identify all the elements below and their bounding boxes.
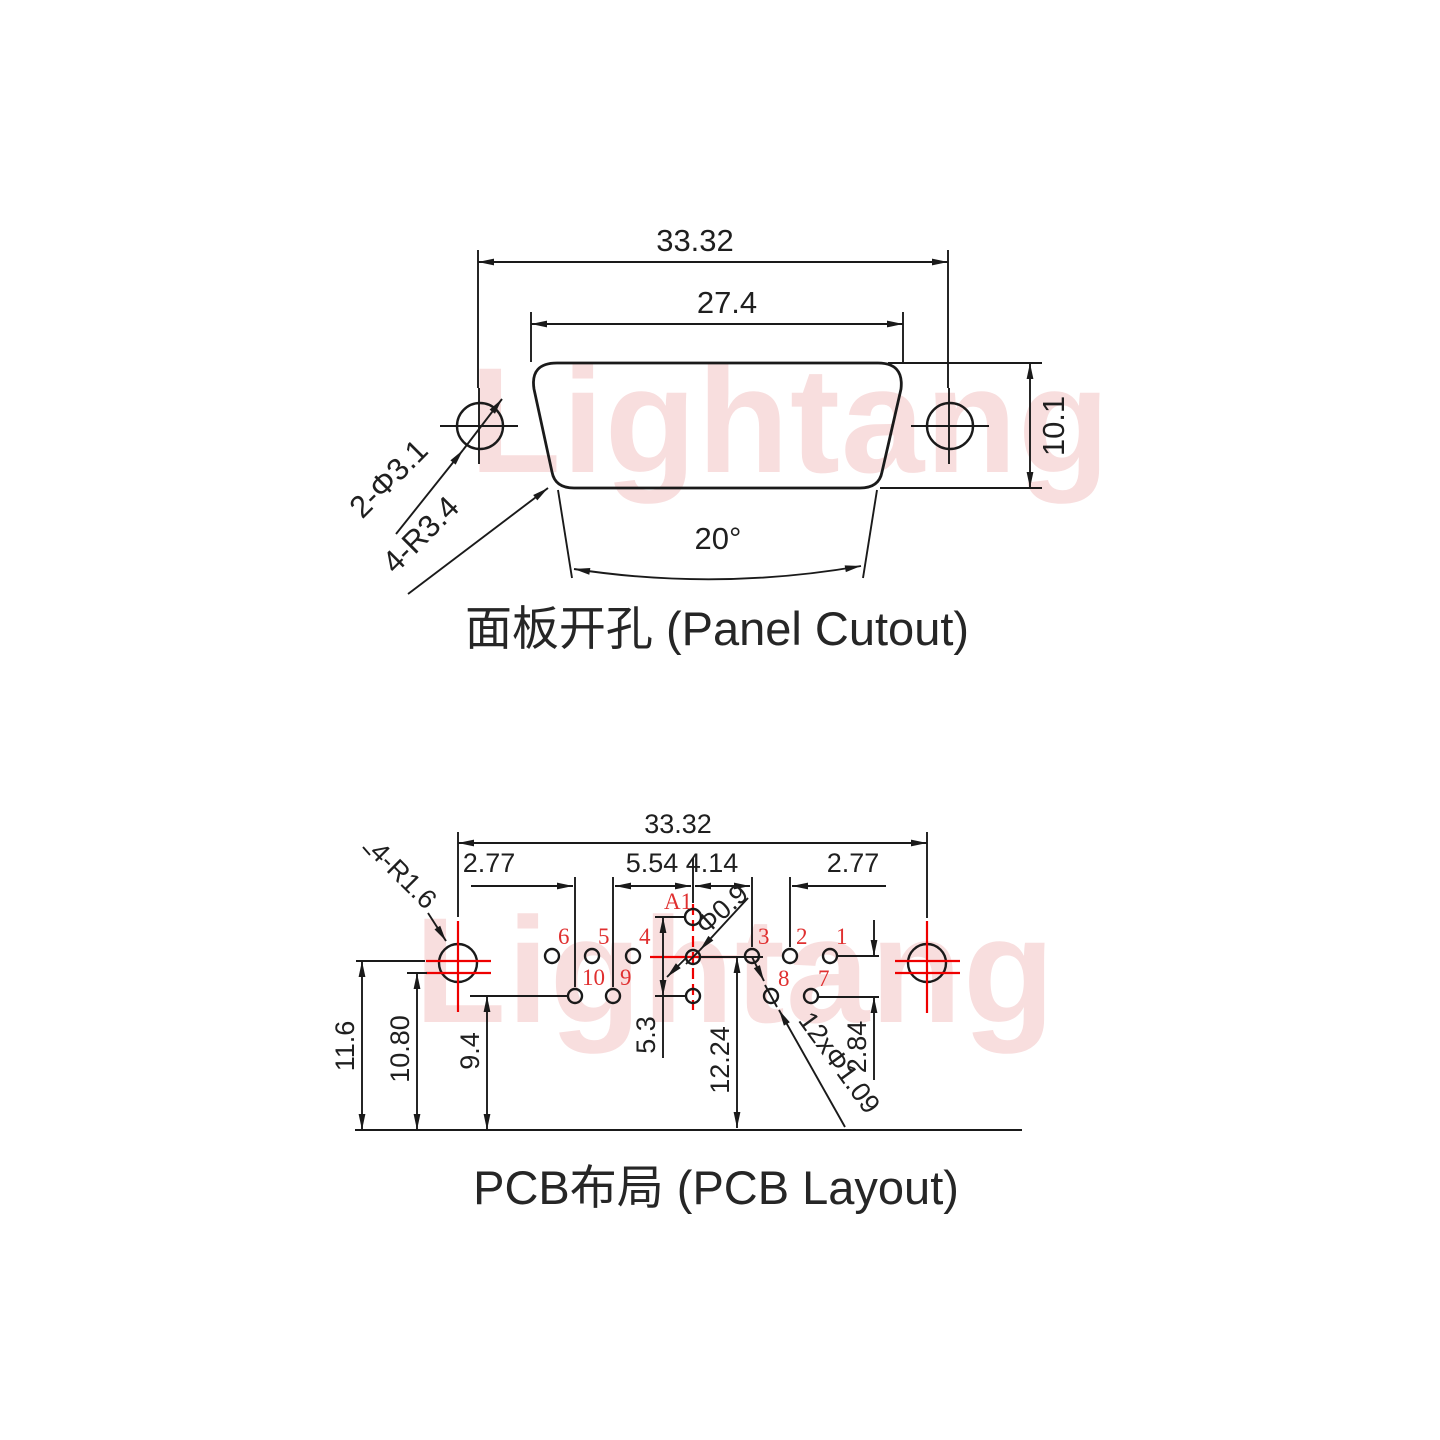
pcb-dim-9-4-label: 9.4 [455, 1032, 485, 1070]
leader-line [751, 956, 765, 982]
pcb-layout-view: 33.32 2.77 5.54 4.14 2.77 4-R1 [330, 809, 1022, 1214]
leader-line [685, 949, 701, 965]
pin-label-2: 2 [796, 924, 808, 949]
panel-dim-width-label: 27.4 [697, 285, 757, 320]
pin-label-1: 1 [836, 924, 848, 949]
pcb-dim-left-pitch-label: 2.77 [463, 848, 516, 878]
panel-cutout-outline [532, 361, 903, 490]
panel-view-title: 面板开孔 (Panel Cutout) [465, 602, 969, 655]
pcb-dim-10-80-label: 10.80 [385, 1015, 415, 1083]
pcb-dim-5-3-label: 5.3 [631, 1016, 661, 1054]
pcb-view-title: PCB布局 (PCB Layout) [473, 1161, 959, 1214]
angle-arc [573, 565, 862, 581]
leader-line [427, 912, 447, 942]
pin-hole-7 [802, 987, 820, 1005]
pin-label-9: 9 [620, 965, 632, 990]
panel-angle-label: 20° [695, 521, 742, 556]
leader-line [666, 957, 687, 978]
pin-label-a1: A1 [664, 889, 692, 914]
pcb-mount-radius-label: 4-R1.6 [364, 836, 443, 915]
leader-line [362, 846, 371, 856]
leader-line [778, 1009, 846, 1128]
pin-hole-1 [821, 947, 839, 965]
pin-hole-coax-center [684, 948, 702, 966]
pin-hole-8 [762, 987, 780, 1005]
pin-label-3: 3 [758, 924, 770, 949]
pcb-dim-11-6-label: 11.6 [330, 1021, 360, 1072]
pcb-dim-mid-left-label: 5.54 [626, 848, 679, 878]
pin-label-4: 4 [639, 924, 651, 949]
pin-label-6: 6 [558, 924, 570, 949]
angle-extension-line [557, 489, 573, 579]
leader-line [764, 984, 778, 1008]
leader-line [395, 449, 464, 535]
pin-label-7: 7 [818, 966, 830, 991]
pcb-dim-right-pitch-label: 2.77 [827, 848, 880, 878]
pcb-dim-2-84-label: 2.84 [842, 1021, 872, 1074]
panel-dim-height-label: 10.1 [1036, 396, 1071, 456]
pcb-dim-mid-right-label: 4.14 [686, 848, 739, 878]
leader-line [407, 487, 549, 595]
pcb-dim-overall-label: 33.32 [644, 809, 712, 839]
pin-hole-2 [781, 947, 799, 965]
angle-extension-line [862, 489, 878, 579]
watermark-top: Lightang [469, 336, 1110, 504]
leader-line [462, 398, 503, 451]
pin-label-8: 8 [778, 966, 790, 991]
pin-label-5: 5 [598, 924, 610, 949]
pcb-dim-12-24-label: 12.24 [705, 1026, 735, 1094]
pin-label-10: 10 [582, 965, 605, 990]
pin-hole-a1-bottom [684, 987, 702, 1005]
pin-hole-9 [604, 987, 622, 1005]
panel-dim-overall-label: 33.32 [656, 223, 734, 258]
pin-hole-3 [743, 947, 761, 965]
pin-hole-6 [543, 947, 561, 965]
pin-hole-4 [624, 947, 642, 965]
leader-line [699, 897, 749, 951]
pin-hole-5 [583, 947, 601, 965]
panel-cutout-view: 33.32 27.4 10.1 2-Φ3.1 4-R3.4 [342, 223, 1071, 655]
